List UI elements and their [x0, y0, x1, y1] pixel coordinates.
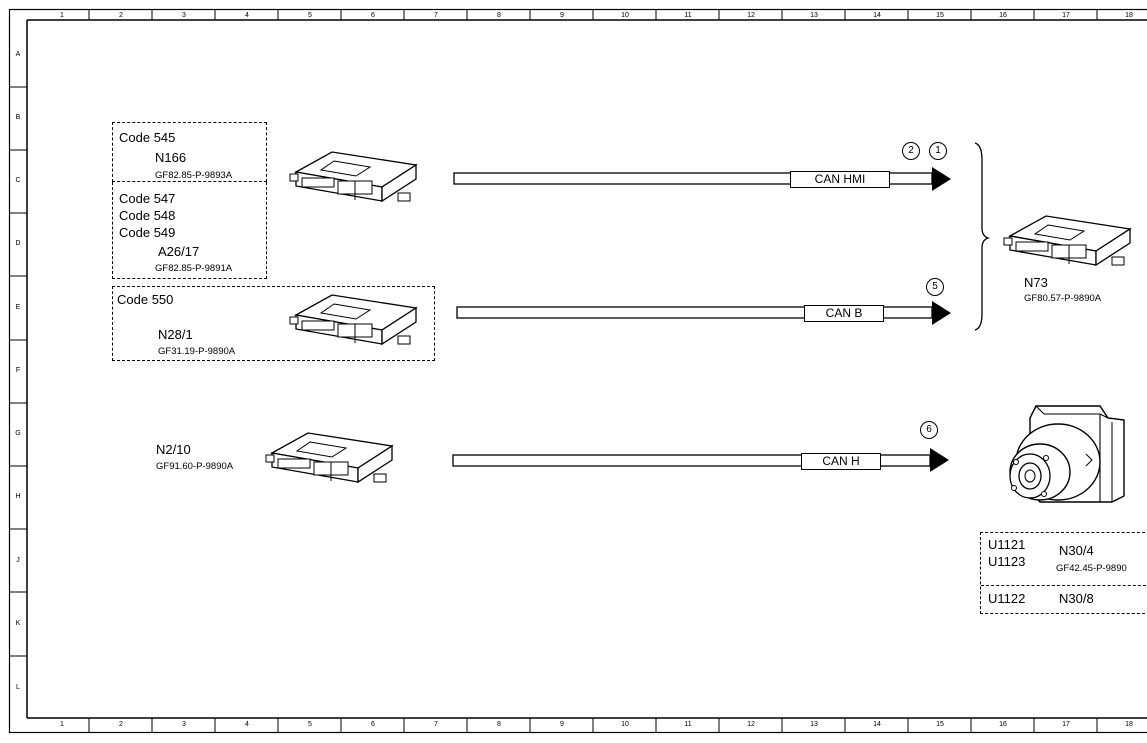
- n2-10-ref[interactable]: GF91.60-P-9890A: [156, 461, 234, 472]
- marker-1: 1: [929, 142, 947, 160]
- a26-17-ref[interactable]: GF82.85-P-9891A: [155, 263, 233, 274]
- control-unit-icon: [289, 294, 418, 346]
- grid-row-label: E: [15, 304, 21, 311]
- grid-column-label: 9: [560, 12, 564, 19]
- grid-column-label: 3: [182, 721, 186, 728]
- n166-label: N166: [155, 150, 187, 165]
- grid-column-label: 16: [999, 12, 1007, 19]
- grid-column-label: 13: [810, 721, 818, 728]
- grid-column-label: 11: [684, 12, 692, 19]
- can-b-label[interactable]: CAN B: [804, 305, 884, 322]
- grid-column-label: 13: [810, 12, 818, 19]
- can-hmi-label[interactable]: CAN HMI: [790, 171, 890, 188]
- grid-column-label: 17: [1062, 721, 1070, 728]
- grid-row-label: K: [15, 620, 21, 627]
- grid-row-label: D: [15, 240, 21, 247]
- grid-column-label: 2: [119, 721, 123, 728]
- marker-2: 2: [902, 142, 920, 160]
- code-548-label: Code 548: [119, 208, 176, 223]
- n73-label: N73: [1024, 275, 1048, 290]
- grid-column-label: 17: [1062, 12, 1070, 19]
- grid-column-label: 9: [560, 721, 564, 728]
- n30-4-ref[interactable]: GF42.45-P-9890: [1056, 563, 1127, 574]
- grid-column-label: 10: [621, 12, 629, 19]
- grid-column-label: 16: [999, 721, 1007, 728]
- grid-row-label: C: [15, 177, 21, 184]
- n30-box-divider: [981, 585, 1147, 586]
- u1122-label: U1122: [988, 591, 1026, 606]
- control-unit-icon: [1003, 215, 1132, 267]
- n30-8-label: N30/8: [1059, 591, 1094, 606]
- grid-row-label: B: [15, 114, 21, 121]
- grid-row-label: G: [15, 430, 21, 437]
- can-h-label[interactable]: CAN H: [801, 453, 881, 470]
- grid-column-label: 1: [60, 12, 64, 19]
- grid-column-label: 6: [371, 721, 375, 728]
- u1121-label: U1121: [988, 537, 1026, 552]
- grid-column-label: 4: [245, 12, 249, 19]
- u1123-label: U1123: [988, 554, 1026, 569]
- n166-ref[interactable]: GF82.85-P-9893A: [155, 170, 233, 181]
- grid-column-label: 14: [873, 12, 881, 19]
- grid-column-label: 7: [434, 721, 438, 728]
- code-545-box: [112, 122, 267, 182]
- grid-row-label: A: [15, 51, 21, 58]
- n30-4-label: N30/4: [1059, 543, 1094, 558]
- marker-6: 6: [920, 421, 938, 439]
- grid-column-label: 7: [434, 12, 438, 19]
- grid-column-label: 2: [119, 12, 123, 19]
- grid-row-label: J: [16, 557, 20, 564]
- grid-column-label: 1: [60, 721, 64, 728]
- grid-column-label: 10: [621, 721, 629, 728]
- control-unit-icon: [265, 432, 394, 484]
- code-549-label: Code 549: [119, 225, 176, 240]
- code-547-label: Code 547: [119, 191, 176, 206]
- grid-column-label: 18: [1125, 721, 1133, 728]
- grid-column-label: 3: [182, 12, 186, 19]
- n73-ref[interactable]: GF80.57-P-9890A: [1024, 293, 1102, 304]
- n28-1-ref[interactable]: GF31.19-P-9890A: [158, 346, 236, 357]
- code-545-label: Code 545: [119, 130, 176, 145]
- control-unit-icon: [289, 151, 418, 203]
- n30-box: [980, 532, 1147, 614]
- grid-column-label: 15: [936, 721, 944, 728]
- grid-column-label: 18: [1125, 12, 1133, 19]
- camera-module-icon: [1009, 405, 1125, 503]
- grid-column-label: 12: [747, 721, 755, 728]
- code-550-box: [112, 286, 435, 361]
- grid-column-label: 6: [371, 12, 375, 19]
- code-550-label: Code 550: [117, 292, 174, 307]
- grid-column-label: 4: [245, 721, 249, 728]
- code-547-549-box: [112, 182, 267, 279]
- n28-1-label: N28/1: [158, 327, 193, 342]
- grid-column-label: 5: [308, 12, 312, 19]
- grid-column-label: 11: [684, 721, 692, 728]
- n2-10-label: N2/10: [156, 442, 191, 457]
- grid-column-label: 8: [497, 12, 501, 19]
- grid-row-label: H: [15, 493, 21, 500]
- grid-column-label: 14: [873, 721, 881, 728]
- grid-column-label: 15: [936, 12, 944, 19]
- marker-5: 5: [926, 278, 944, 296]
- a26-17-label: A26/17: [158, 244, 200, 259]
- grid-column-label: 8: [497, 721, 501, 728]
- grid-row-label: L: [16, 684, 20, 691]
- grid-row-label: F: [15, 367, 21, 374]
- grid-column-label: 5: [308, 721, 312, 728]
- grid-column-label: 12: [747, 12, 755, 19]
